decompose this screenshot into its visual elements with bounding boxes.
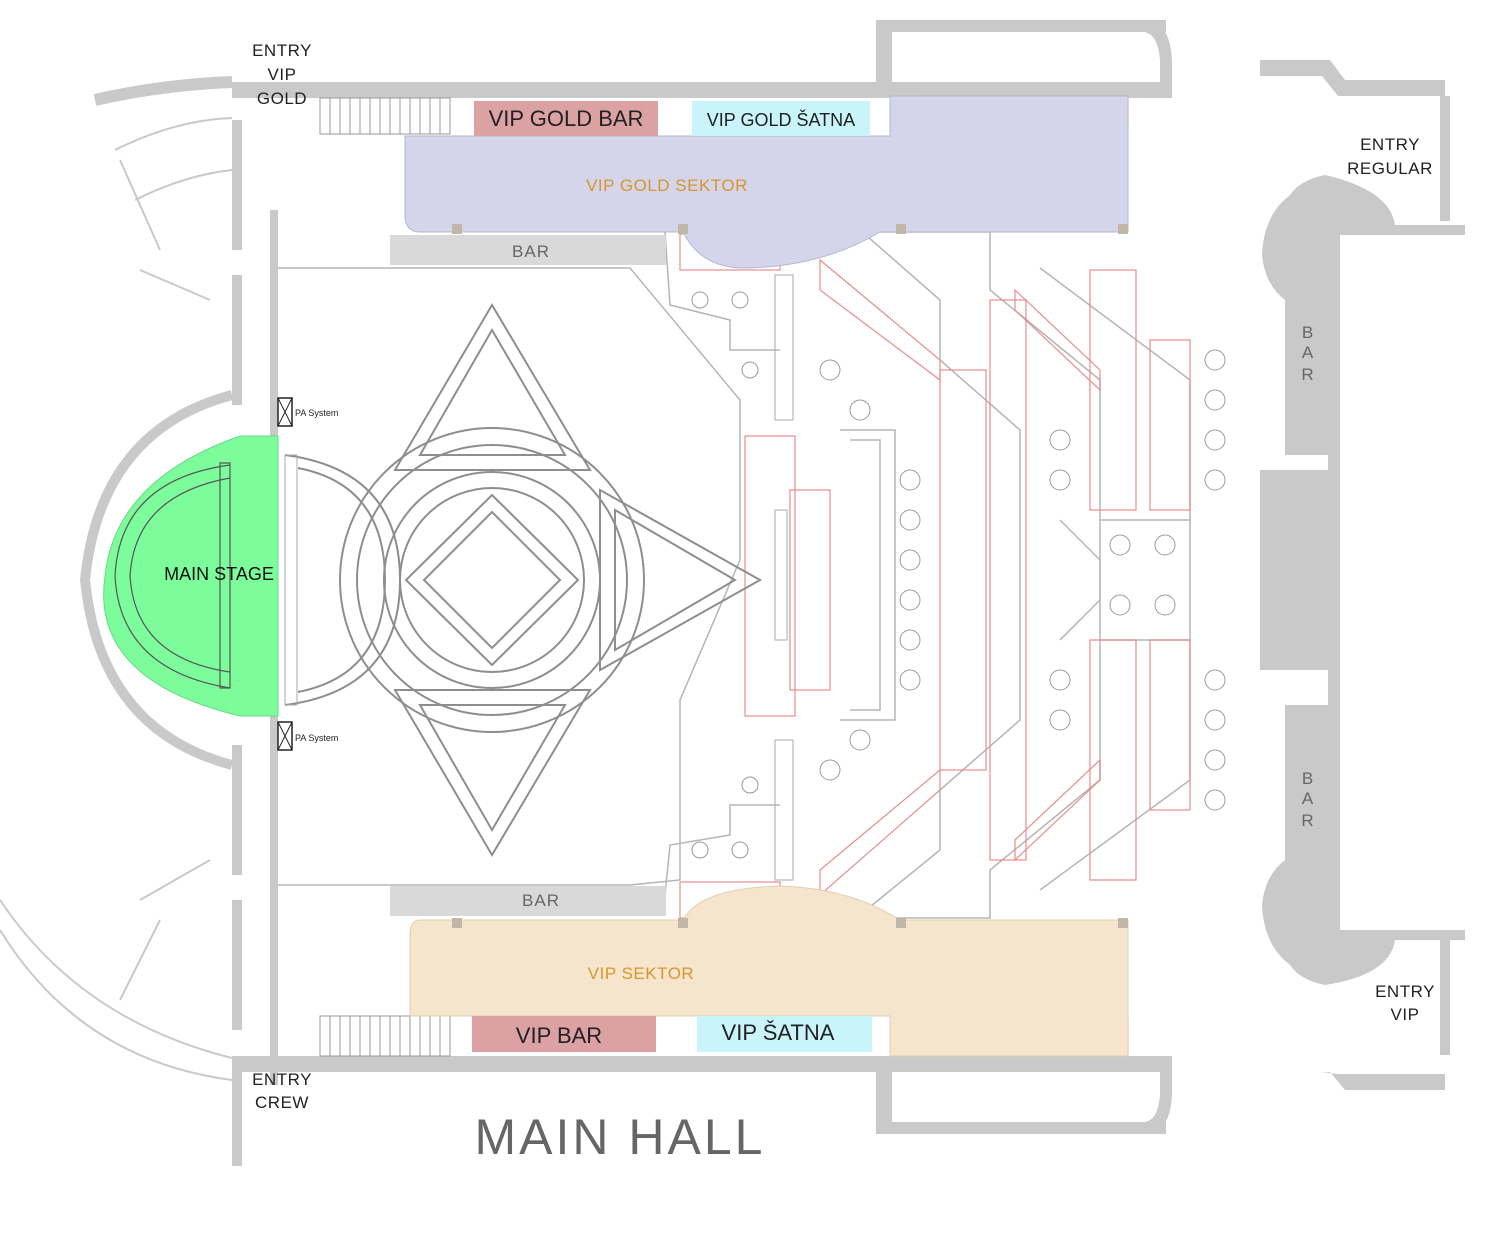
svg-text:ENTRY: ENTRY bbox=[1375, 982, 1435, 1001]
pa-system-bottom bbox=[277, 721, 293, 751]
cocktail-tables bbox=[691, 189, 1226, 956]
vip-sector-area[interactable] bbox=[409, 885, 1129, 1057]
entry-regular-label: ENTRY REGULAR bbox=[1347, 135, 1433, 178]
svg-text:R: R bbox=[1301, 811, 1314, 830]
bar-top[interactable] bbox=[390, 235, 666, 265]
pa-system-label-bottom: PA System bbox=[295, 733, 338, 743]
vip-bar-label: VIP BAR bbox=[516, 1023, 602, 1048]
pa-system-label-top: PA System bbox=[295, 408, 338, 418]
vip-gold-bar-box[interactable] bbox=[474, 101, 658, 136]
left-curved-walls bbox=[0, 76, 234, 1081]
svg-text:VIP: VIP bbox=[1391, 1005, 1420, 1024]
entry-vip-gold-label: ENTRY VIP GOLD bbox=[252, 41, 312, 108]
bar-bottom-label: BAR bbox=[522, 891, 560, 910]
bar-right-bottom-label: B A R bbox=[1301, 769, 1314, 830]
vip-satna-label: VIP ŠATNA bbox=[722, 1020, 835, 1045]
svg-text:A: A bbox=[1302, 343, 1314, 362]
svg-text:VIP: VIP bbox=[268, 65, 297, 84]
svg-text:ENTRY: ENTRY bbox=[1360, 135, 1420, 154]
entry-crew-label: ENTRY CREW bbox=[252, 1070, 312, 1112]
bar-bottom[interactable] bbox=[390, 886, 666, 916]
svg-text:B: B bbox=[1302, 323, 1314, 342]
vip-gold-sector-area[interactable] bbox=[404, 95, 1129, 269]
columns bbox=[452, 224, 1128, 928]
walls bbox=[232, 20, 1465, 1166]
main-stage-label: MAIN STAGE bbox=[164, 564, 274, 584]
stage-truss bbox=[114, 462, 231, 689]
vip-gold-satna-label: VIP GOLD ŠATNA bbox=[707, 109, 855, 130]
map-title: MAIN HALL bbox=[475, 1109, 766, 1165]
stairs bbox=[319, 97, 451, 1057]
vip-bar-box[interactable] bbox=[472, 1016, 656, 1052]
vip-satna-box[interactable] bbox=[697, 1016, 872, 1052]
svg-text:ENTRY: ENTRY bbox=[252, 1070, 312, 1089]
svg-text:R: R bbox=[1301, 365, 1314, 384]
svg-text:CREW: CREW bbox=[255, 1093, 309, 1112]
svg-text:A: A bbox=[1302, 789, 1314, 808]
lighting-truss bbox=[284, 274, 794, 881]
vip-gold-sector-label: VIP GOLD SEKTOR bbox=[586, 176, 748, 195]
pa-system-top bbox=[277, 397, 293, 427]
main-stage-area[interactable] bbox=[103, 435, 279, 717]
entry-vip-label: ENTRY VIP bbox=[1375, 982, 1435, 1024]
svg-text:ENTRY: ENTRY bbox=[252, 41, 312, 60]
interior-lines bbox=[278, 229, 1191, 919]
bar-right-top-label: B A R bbox=[1301, 323, 1314, 384]
vip-gold-satna-box[interactable] bbox=[692, 101, 870, 136]
vip-gold-bar-label: VIP GOLD BAR bbox=[489, 106, 644, 131]
svg-text:REGULAR: REGULAR bbox=[1347, 159, 1433, 178]
svg-text:GOLD: GOLD bbox=[257, 89, 307, 108]
vip-sector-label: VIP SEKTOR bbox=[588, 964, 694, 983]
svg-text:B: B bbox=[1302, 769, 1314, 788]
bar-top-label: BAR bbox=[512, 242, 550, 261]
